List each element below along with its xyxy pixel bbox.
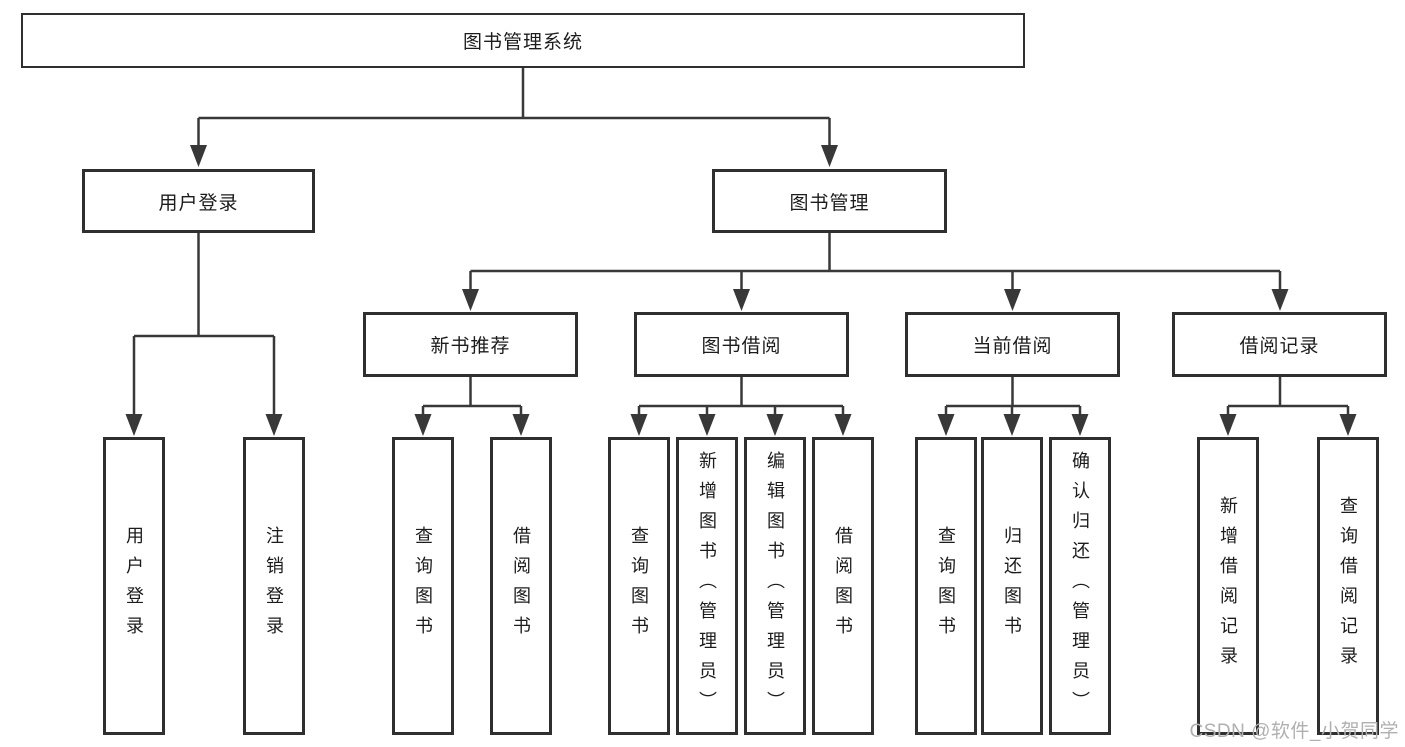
leaf-borrow-book-2: 借阅图书 bbox=[812, 437, 874, 735]
arrowhead-icon bbox=[733, 289, 750, 311]
node-book-borrow: 图书借阅 bbox=[634, 312, 849, 377]
leaf-label: 新增图书（管理员） bbox=[697, 451, 717, 721]
leaf-query-book-2: 查询图书 bbox=[608, 437, 670, 735]
node-book-management: 图书管理 bbox=[712, 169, 947, 233]
node-label: 图书借阅 bbox=[701, 336, 782, 357]
arrowhead-icon bbox=[265, 414, 283, 436]
leaf-label: 新增借阅记录 bbox=[1218, 496, 1238, 676]
node-label: 用户登录 bbox=[158, 192, 239, 214]
leaf-label: 确认归还（管理员） bbox=[1070, 451, 1090, 721]
leaf-borrow-book-1: 借阅图书 bbox=[490, 437, 552, 735]
leaf-add-borrow-record: 新增借阅记录 bbox=[1197, 437, 1259, 735]
arrowhead-icon bbox=[1271, 289, 1289, 311]
leaf-label: 借阅图书 bbox=[511, 526, 531, 646]
arrowhead-icon bbox=[630, 414, 648, 436]
connector-currentborrow-to-leaves bbox=[944, 377, 1082, 416]
leaf-label: 归还图书 bbox=[1002, 526, 1022, 646]
leaf-label: 查询借阅记录 bbox=[1338, 496, 1358, 676]
node-user-login: 用户登录 bbox=[82, 169, 315, 233]
arrowhead-icon bbox=[821, 145, 838, 167]
node-root-label: 图书管理系统 bbox=[462, 32, 583, 53]
leaf-logout: 注销登录 bbox=[243, 437, 305, 735]
node-new-book-recommend: 新书推荐 bbox=[363, 312, 578, 377]
leaf-query-book-1: 查询图书 bbox=[392, 437, 454, 735]
leaf-confirm-return-admin: 确认归还（管理员） bbox=[1049, 437, 1111, 735]
leaf-label: 查询图书 bbox=[413, 526, 433, 646]
arrowhead-icon bbox=[125, 414, 143, 436]
node-label: 图书管理 bbox=[789, 192, 870, 214]
leaf-label: 用户登录 bbox=[124, 526, 144, 646]
node-label: 新书推荐 bbox=[430, 336, 511, 357]
connector-root-to-level2 bbox=[197, 68, 831, 146]
connector-userlogin-to-leaves bbox=[132, 233, 276, 416]
arrowhead-icon bbox=[937, 414, 955, 436]
leaf-label: 编辑图书（管理员） bbox=[765, 451, 785, 721]
leaf-label: 查询图书 bbox=[936, 526, 956, 646]
leaf-label: 查询图书 bbox=[629, 526, 649, 646]
arrowhead-icon bbox=[698, 414, 716, 436]
connector-newbook-to-leaves bbox=[421, 377, 523, 416]
arrowhead-icon bbox=[1004, 289, 1021, 311]
leaf-query-borrow-record: 查询借阅记录 bbox=[1317, 437, 1379, 735]
leaf-edit-book-admin: 编辑图书（管理员） bbox=[744, 437, 806, 735]
arrowhead-icon bbox=[462, 289, 479, 311]
arrowhead-icon bbox=[1003, 414, 1021, 436]
arrowhead-icon bbox=[512, 414, 530, 436]
node-label: 借阅记录 bbox=[1239, 336, 1320, 357]
arrowhead-icon bbox=[190, 145, 207, 167]
node-current-borrow: 当前借阅 bbox=[905, 312, 1120, 377]
leaf-return-book: 归还图书 bbox=[981, 437, 1043, 735]
arrowhead-icon bbox=[414, 414, 432, 436]
node-root: 图书管理系统 bbox=[21, 13, 1025, 68]
leaf-add-book-admin: 新增图书（管理员） bbox=[676, 437, 738, 735]
leaf-user-login: 用户登录 bbox=[103, 437, 165, 735]
node-label: 当前借阅 bbox=[972, 336, 1053, 357]
arrowhead-icon bbox=[1071, 414, 1089, 436]
arrowhead-icon bbox=[766, 414, 784, 436]
leaf-query-book-3: 查询图书 bbox=[915, 437, 977, 735]
arrowhead-icon bbox=[1339, 414, 1357, 436]
csdn-watermark: CSDN @软件_小贺同学 bbox=[1189, 721, 1399, 742]
arrowhead-icon bbox=[1219, 414, 1237, 436]
connector-borrowrecord-to-leaves bbox=[1226, 377, 1350, 416]
connector-bookborrow-to-leaves bbox=[637, 377, 845, 416]
leaf-label: 借阅图书 bbox=[833, 526, 853, 646]
node-borrow-record: 借阅记录 bbox=[1172, 312, 1387, 377]
connector-bookmgmt-to-level3 bbox=[469, 233, 1282, 290]
arrowhead-icon bbox=[834, 414, 852, 436]
leaf-label: 注销登录 bbox=[264, 526, 284, 646]
